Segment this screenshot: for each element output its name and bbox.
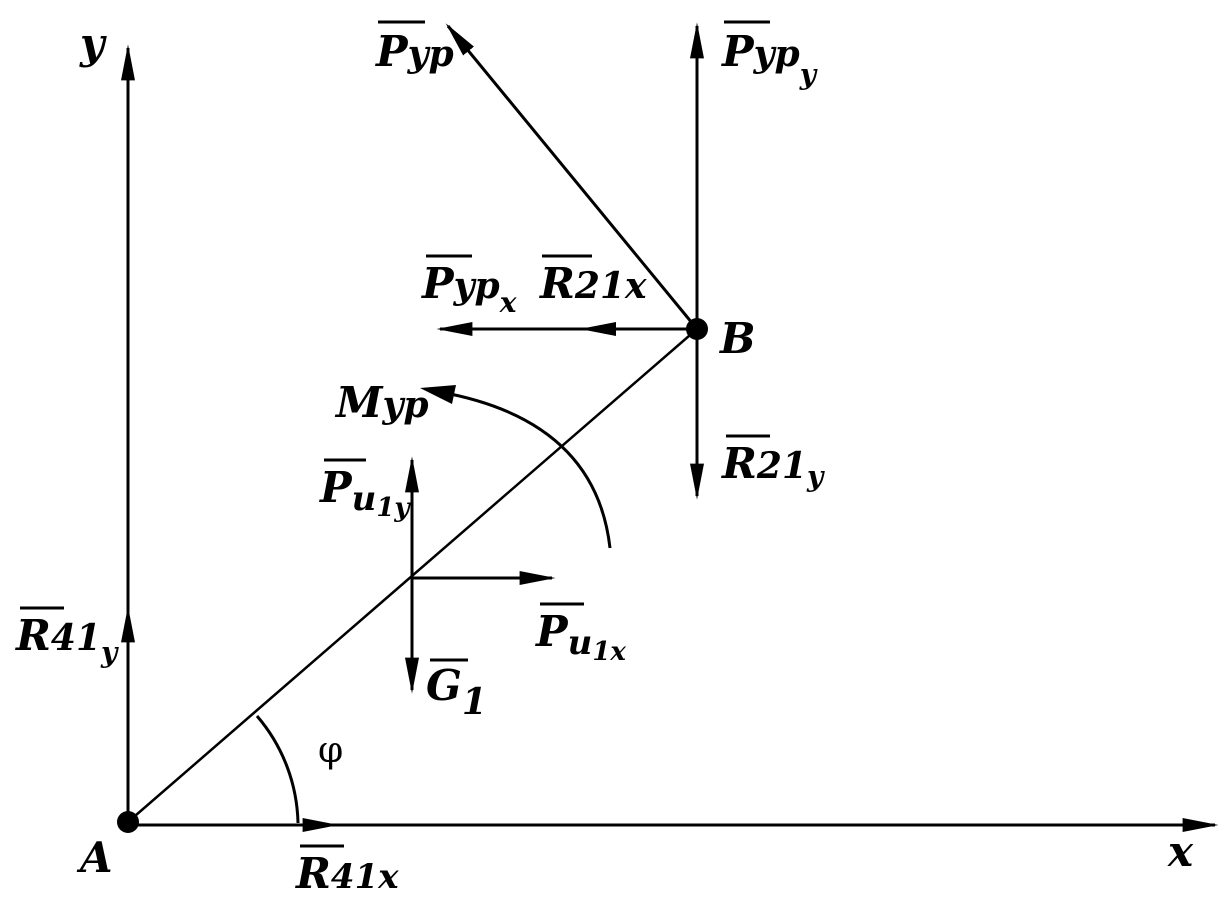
moment-arrowhead: [420, 385, 456, 404]
y-axis-label: y: [79, 19, 107, 68]
g1-label: G1: [426, 661, 487, 723]
point-b: [686, 318, 708, 340]
x-axis-label: x: [1167, 827, 1194, 876]
p-yp-y-label: Pypy: [721, 27, 818, 91]
angle-phi-arc: [255, 715, 300, 824]
force-r21x-arrowhead: [580, 322, 616, 336]
p-yp-label: Pyp: [375, 27, 454, 76]
moment-arc: [439, 390, 612, 549]
r21x-label: R21x: [539, 259, 647, 308]
point-b-label: B: [719, 314, 756, 363]
r41y-label: R41y: [15, 611, 119, 669]
r21y-label: R21y: [721, 439, 825, 493]
pu1y-label: Pu1y: [319, 463, 411, 523]
pu1x-label: Pu1x: [535, 607, 626, 667]
angle-phi-label: φ: [318, 730, 343, 771]
point-a-label: A: [76, 833, 113, 882]
r41x-label: R41x: [295, 849, 399, 898]
p-yp-x-label: Pypx: [421, 259, 517, 319]
moment-label: Myp: [334, 378, 429, 427]
point-a: [117, 811, 139, 833]
force-p-yp: [445, 23, 699, 330]
